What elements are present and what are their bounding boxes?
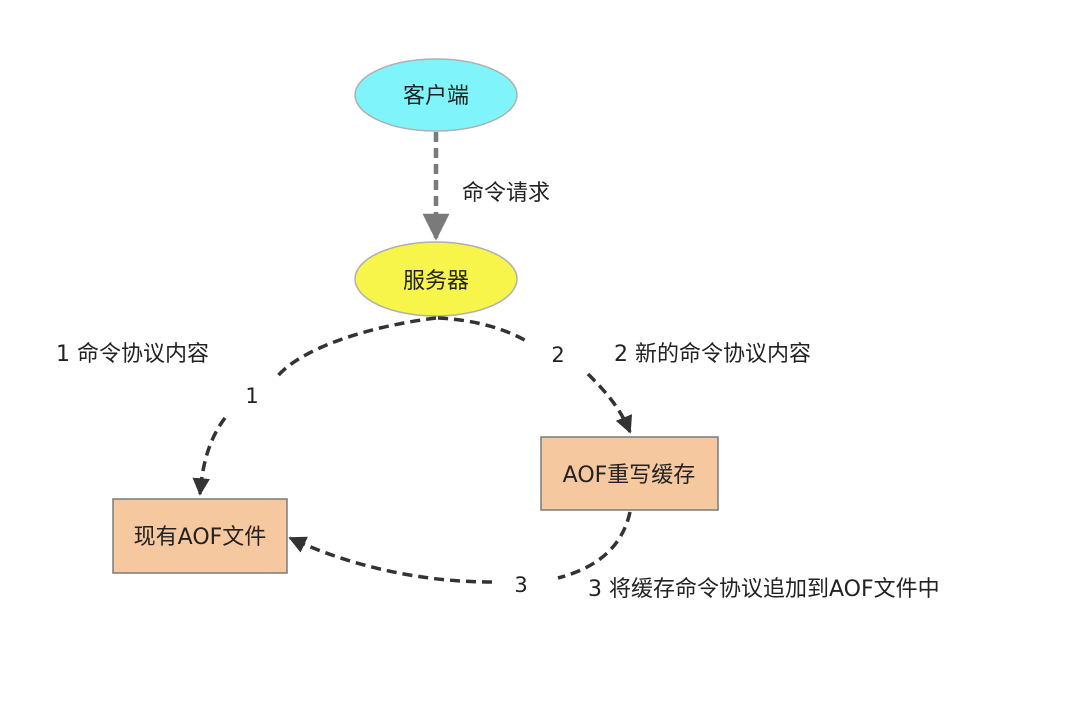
server-label: 服务器 — [403, 269, 469, 294]
step1-arrow-upper — [274, 316, 437, 380]
step1-edge: 1 1 命令协议内容 — [56, 316, 437, 496]
client-node: 客户端 — [354, 58, 518, 132]
step3-label: 3 将缓存命令协议追加到AOF文件中 — [588, 577, 940, 602]
aof-file-node: 现有AOF文件 — [112, 498, 288, 574]
step2-label: 2 新的命令协议内容 — [614, 342, 811, 367]
rewrite-buffer-label: AOF重写缓存 — [563, 463, 696, 488]
step2-arrow-upper — [437, 316, 529, 344]
step3-arrow-right — [557, 511, 632, 580]
request-label: 命令请求 — [462, 181, 550, 206]
server-node: 服务器 — [354, 241, 518, 317]
step2-edge: 2 2 新的命令协议内容 — [437, 316, 811, 434]
step3-number: 3 — [514, 573, 527, 597]
request-edge: 命令请求 — [422, 132, 550, 241]
rewrite-buffer-box — [540, 436, 719, 511]
aof-file-label: 现有AOF文件 — [134, 525, 267, 550]
rewrite-buffer-node: AOF重写缓存 — [540, 436, 719, 511]
aof-file-box — [112, 498, 288, 574]
step3-arrow-left — [288, 536, 493, 584]
step2-arrow-lower — [586, 372, 633, 434]
step3-edge: 3 3 将缓存命令协议追加到AOF文件中 — [288, 511, 940, 602]
step1-arrow-lower — [192, 416, 227, 496]
client-label: 客户端 — [403, 84, 469, 109]
step2-number: 2 — [551, 343, 564, 367]
step1-number: 1 — [245, 384, 258, 408]
step1-label: 1 命令协议内容 — [56, 342, 209, 367]
client-ellipse — [354, 58, 518, 132]
server-ellipse — [354, 241, 518, 317]
